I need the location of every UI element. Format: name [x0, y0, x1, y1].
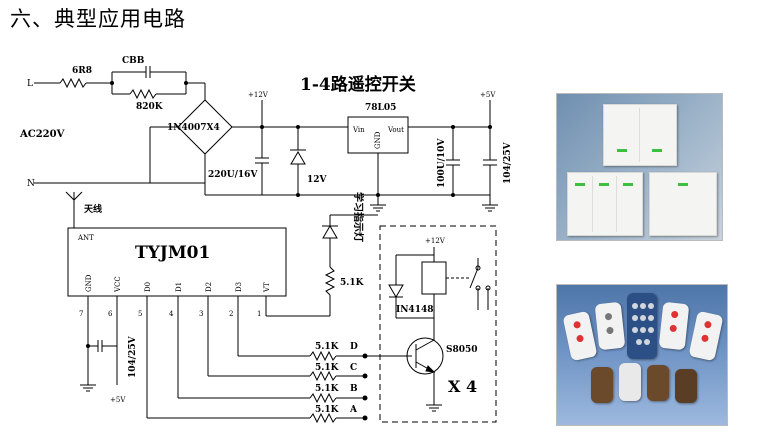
wall-switch-photo [556, 93, 723, 241]
vin-label: Vin [352, 126, 365, 134]
pin-d2-label: D2 [205, 282, 213, 292]
remote-white-4 [688, 310, 724, 362]
diode-label: IN4148 [396, 305, 434, 315]
r1-label: 6R8 [72, 66, 92, 76]
pin-number-4: 4 [169, 310, 174, 318]
circuit-schematic: 1-4路遥控开关 AC220V L N 6R8 CBB 820K 1N4007X… [19, 56, 513, 424]
cap3-label: 104/25V [503, 141, 513, 184]
one-gang-switch [649, 172, 717, 236]
chip-label: TYJM01 [135, 243, 210, 263]
pin-ant-label: ANT [77, 234, 94, 242]
pin-number-7: 7 [79, 310, 83, 318]
remote-brown-1 [591, 367, 613, 403]
pin-number-2: 2 [229, 310, 233, 318]
antenna-label: 天线 [84, 203, 102, 215]
vout-label: Vout [387, 126, 404, 134]
relay-v-label: +12V [425, 237, 446, 245]
pin-vt-label: VT [263, 282, 271, 293]
section-heading: 六、典型应用电路 [10, 7, 186, 31]
bridge-label: 1N4007X4 [167, 123, 220, 133]
base-resistor-b: 5.1K [315, 384, 340, 394]
v5-label: +5V [480, 91, 496, 99]
remote-brown-2 [647, 365, 669, 401]
remote-white-1 [562, 310, 598, 362]
base-resistor-a: 5.1K [315, 405, 340, 415]
r2-label: 820K [136, 102, 164, 112]
n-label: N [27, 179, 35, 189]
base-resistor-c: 5.1K [315, 363, 340, 373]
ac-label: AC220V [19, 129, 65, 140]
v12-label: +12V [248, 91, 269, 99]
remote-controls-photo [556, 284, 728, 426]
pin-d0-label: D0 [144, 282, 152, 292]
transistor-label: S8050 [446, 345, 478, 355]
led-label: 学习指示灯 [352, 192, 365, 242]
l-label: L [27, 79, 33, 89]
channel-b: B [350, 384, 358, 394]
channel-c: C [350, 363, 357, 373]
r-led-label: 5.1K [340, 278, 365, 288]
pin-gnd-label: GND [85, 274, 93, 292]
pin-number-1: 1 [257, 310, 261, 318]
two-gang-switch [603, 104, 677, 166]
three-gang-switch [567, 172, 643, 236]
base-resistor-d: 5.1K [315, 342, 340, 352]
reg-gnd-label: GND [374, 131, 382, 149]
cap1-label: 220U/16V [208, 170, 258, 180]
zener-label: 12V [307, 175, 328, 185]
cap4-label: 104/25V [128, 335, 138, 378]
reg-label: 78L05 [365, 103, 396, 113]
pin-d1-label: D1 [175, 282, 183, 292]
cap2-label: 100U/10V [437, 138, 447, 188]
pin-number-6: 6 [108, 310, 113, 318]
pin-number-3: 3 [199, 310, 203, 318]
remote-white-3 [658, 301, 690, 351]
v5b-label: +5V [110, 396, 126, 404]
pin-number-5: 5 [138, 310, 142, 318]
remote-white-small [619, 363, 641, 401]
times-label: X 4 [448, 377, 477, 396]
pin-d3-label: D3 [235, 282, 243, 292]
remote-multi-button [627, 293, 657, 359]
pin-vcc-label: VCC [114, 276, 122, 293]
remote-white-2 [594, 301, 626, 351]
circuit-title: 1-4路遥控开关 [300, 74, 416, 95]
channel-a: A [349, 405, 358, 415]
remote-brown-3 [675, 369, 697, 403]
cbb-label: CBB [122, 56, 145, 66]
channel-d: D [350, 342, 358, 352]
